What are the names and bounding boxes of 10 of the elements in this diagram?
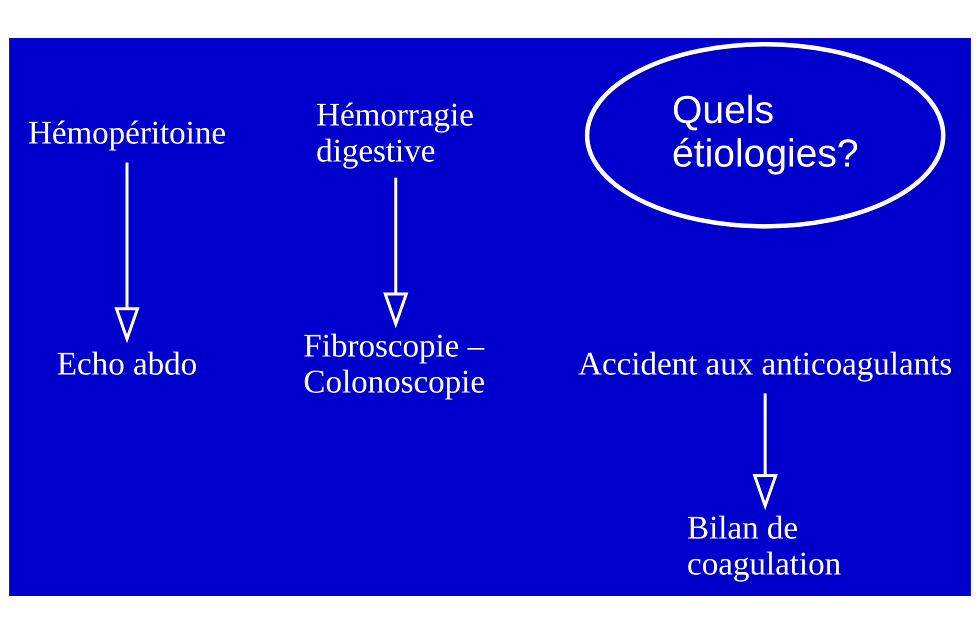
- node-text: Hémopéritoine: [27, 116, 226, 152]
- arrow: [114, 162, 140, 344]
- node-ellipse: Quels étiologies?: [584, 42, 945, 229]
- node-text: Echo abdo: [56, 346, 197, 383]
- node-text: Bilan de coagulation: [686, 510, 841, 582]
- node-text: Hémorragie digestive: [316, 98, 474, 170]
- arrow: [752, 393, 778, 510]
- node-text: Fibroscopie – Colonoscopie: [302, 328, 485, 401]
- arrow: [382, 178, 408, 329]
- node-text: Accident aux anticoagulants: [578, 346, 952, 383]
